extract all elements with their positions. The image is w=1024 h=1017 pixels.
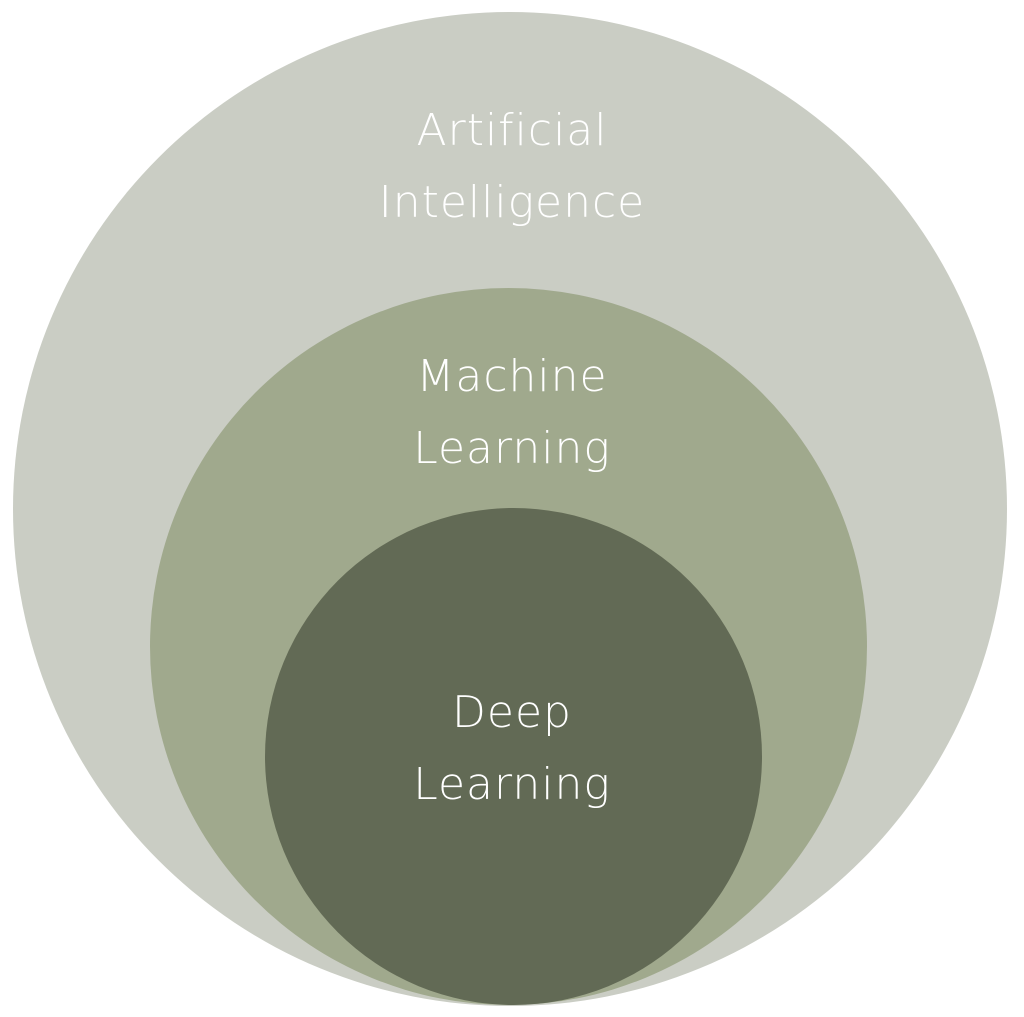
deep-learning-circle — [265, 508, 762, 1005]
